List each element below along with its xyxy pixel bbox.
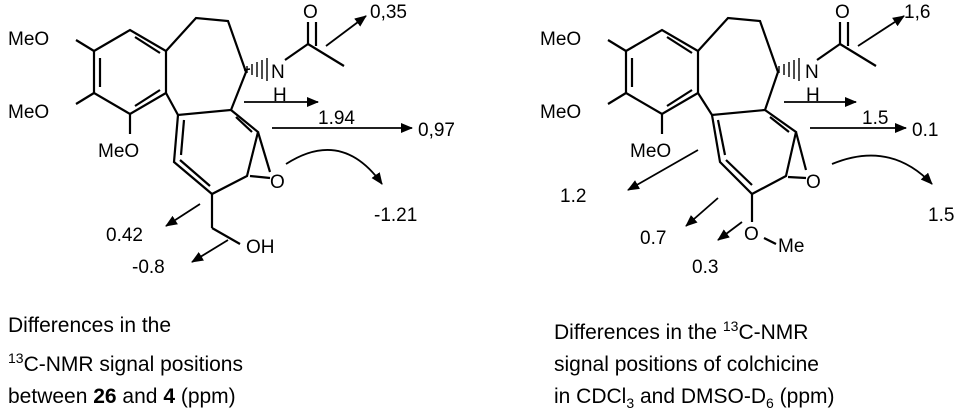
left-methyl-bond bbox=[307, 43, 345, 67]
right-caption-line3-b: and DMSO-D bbox=[634, 385, 767, 408]
right-caption-line3-c: (ppm) bbox=[773, 385, 835, 408]
left-oh-label: OH bbox=[246, 237, 275, 258]
left-caption-isotope: 13 bbox=[8, 350, 24, 366]
right-ketone-bond bbox=[794, 131, 808, 171]
right-ring-b bbox=[697, 16, 800, 117]
left-molecule: MeO MeO MeO N H O O OH 0,35 1.94 0,97 -1… bbox=[8, 2, 455, 278]
right-molecule: MeO MeO MeO N H O O O Me 1,6 1.5 0.1 1.5… bbox=[540, 2, 954, 278]
right-ketone-bond-2 bbox=[787, 175, 807, 180]
right-n-label: N bbox=[805, 62, 819, 83]
right-value-methoxy-c: 0.3 bbox=[692, 257, 718, 278]
right-caption-line1-b: C-NMR bbox=[738, 321, 809, 344]
left-caption-line3-e: (ppm) bbox=[175, 385, 236, 408]
right-me-label: Me bbox=[778, 236, 804, 257]
left-o-amide-label: O bbox=[303, 2, 318, 23]
left-caption-line2-text: C-NMR signal positions bbox=[23, 353, 243, 376]
left-meo-mid-label: MeO bbox=[8, 102, 49, 123]
right-arrow-ring-bottom bbox=[685, 197, 719, 227]
right-caption-line3-a: in CDCl bbox=[554, 385, 627, 408]
right-caption-line1-a: Differences in the bbox=[554, 321, 723, 344]
right-arrow-amide bbox=[857, 15, 905, 47]
right-arrow-carbonyl bbox=[831, 154, 933, 185]
right-ring-c bbox=[710, 109, 798, 196]
right-caption-line2: signal positions of colchicine bbox=[554, 353, 819, 376]
right-value-ring-bottom: 0.7 bbox=[640, 228, 666, 249]
right-o-methoxy-label: O bbox=[744, 224, 759, 245]
right-meo-mid-bond bbox=[607, 92, 627, 105]
right-value-amide: 1,6 bbox=[904, 2, 930, 23]
left-meo-top-bond bbox=[75, 39, 95, 52]
left-arrow-amide bbox=[325, 15, 367, 47]
right-o-ketone-label: O bbox=[806, 172, 821, 193]
left-caption-compound-4: 4 bbox=[163, 385, 175, 408]
left-ring-b bbox=[165, 16, 268, 117]
right-arrow-ring-left bbox=[627, 149, 699, 191]
right-value-ring: 0.1 bbox=[912, 120, 938, 141]
left-o-ketone-label: O bbox=[270, 172, 285, 193]
right-value-ring-left: 1.2 bbox=[560, 186, 586, 207]
right-value-carbonyl: 1.5 bbox=[928, 205, 954, 226]
left-h-label: H bbox=[273, 85, 287, 106]
right-o-amide-label: O bbox=[835, 2, 850, 23]
left-ch2oh-bond bbox=[211, 227, 241, 245]
right-nc-bond bbox=[816, 43, 841, 61]
right-meo-bot-label: MeO bbox=[630, 141, 671, 162]
right-caption-line1: Differences in the 13C-NMR bbox=[554, 310, 835, 349]
right-caption-isotope: 13 bbox=[722, 318, 739, 334]
left-n-label: N bbox=[271, 62, 285, 83]
left-caption-line2: 13C-NMR signal positions bbox=[8, 342, 243, 381]
right-value-nh: 1.5 bbox=[862, 108, 888, 129]
left-value-nh: 1.94 bbox=[318, 108, 355, 129]
left-caption: Differences in the 13C-NMR signal positi… bbox=[8, 310, 243, 413]
left-ketone-bond-2 bbox=[249, 174, 271, 180]
right-ome-me-bond bbox=[763, 237, 777, 245]
left-arrow-ch2oh bbox=[191, 239, 229, 263]
left-arrow-ch bbox=[165, 203, 201, 227]
left-ring-a bbox=[92, 28, 168, 116]
left-caption-line3-c: and bbox=[116, 385, 164, 408]
left-caption-compound-26: 26 bbox=[93, 385, 117, 408]
left-value-ring: 0,97 bbox=[418, 120, 455, 141]
left-meo-mid-bond bbox=[75, 92, 95, 105]
right-caption: Differences in the 13C-NMR signal positi… bbox=[554, 310, 835, 418]
left-arrow-carbonyl bbox=[285, 149, 383, 185]
left-ring-c bbox=[172, 109, 260, 196]
left-value-amide: 0,35 bbox=[370, 2, 407, 23]
left-value-ch: 0.42 bbox=[106, 225, 143, 246]
left-caption-line1: Differences in the bbox=[8, 314, 172, 337]
left-ketone-bond bbox=[256, 131, 272, 173]
right-meo-mid-label: MeO bbox=[540, 102, 581, 123]
left-meo-top-label: MeO bbox=[8, 29, 49, 50]
right-caption-sub1: 3 bbox=[626, 395, 635, 412]
left-value-carbonyl: -1.21 bbox=[374, 205, 417, 226]
left-caption-line3-a: between bbox=[8, 385, 94, 408]
left-meo-bot-label: MeO bbox=[98, 141, 139, 162]
left-caption-line3: between 26 and 4 (ppm) bbox=[8, 381, 243, 413]
right-methyl-bond bbox=[839, 43, 877, 67]
right-caption-sub2: 6 bbox=[766, 395, 774, 412]
right-caption-line3: in CDCl3 and DMSO-D6 (ppm) bbox=[554, 381, 835, 418]
right-ring-a bbox=[624, 28, 700, 116]
right-meo-top-label: MeO bbox=[540, 29, 581, 50]
right-meo-top-bond bbox=[607, 39, 627, 52]
left-value-ch2oh: -0.8 bbox=[132, 257, 165, 278]
right-h-label: H bbox=[806, 85, 820, 106]
left-nc-bond bbox=[284, 43, 309, 61]
right-arrow-methoxy-c bbox=[717, 221, 743, 241]
